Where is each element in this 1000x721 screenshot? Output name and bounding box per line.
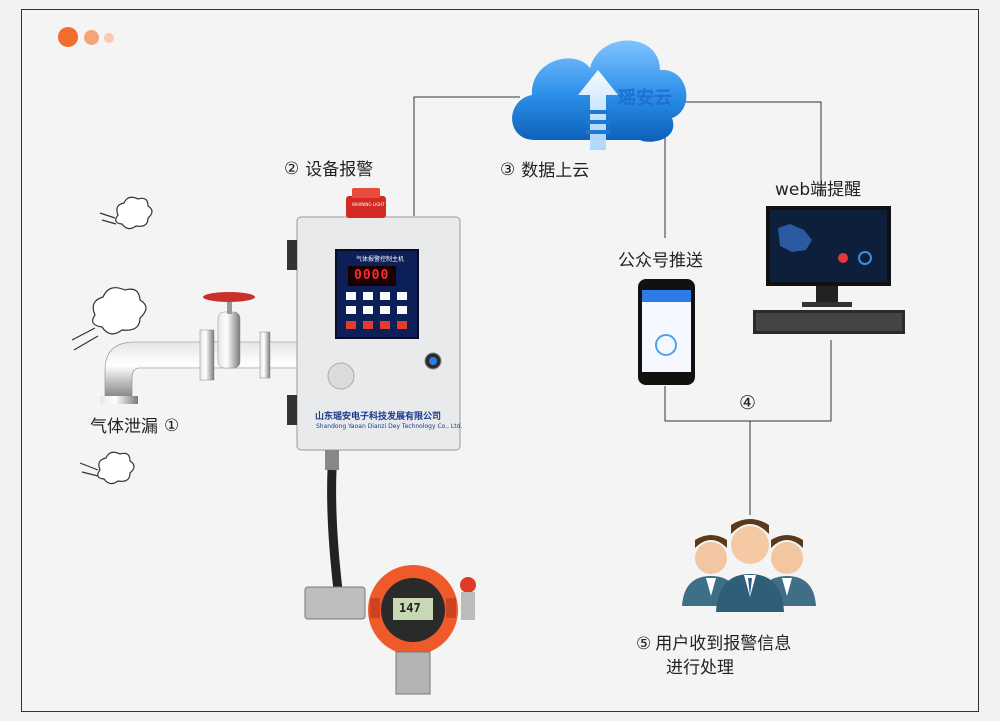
gas-puff-icon <box>71 196 153 485</box>
step2-text: 设备报警 <box>305 160 374 180</box>
decor-dot-medium <box>84 30 99 45</box>
step4-number: ④ <box>739 392 757 414</box>
controller-panel-title: 气体报警控制主机 <box>356 256 405 263</box>
web-alert-label: web端提醒 <box>775 180 862 200</box>
phone-icon <box>638 279 695 385</box>
wechat-push-label: 公众号推送 <box>618 251 703 271</box>
cloud-icon <box>512 40 687 150</box>
step2-number: ② <box>284 159 300 179</box>
step1-text: 气体泄漏 <box>90 417 158 437</box>
warning-light-label: WARNING LIGHT <box>352 202 385 207</box>
company-name-en: Shandong Yaoan Dianzi Dey Technology Co.… <box>316 423 463 430</box>
step1-number: ① <box>164 416 180 436</box>
cloud-brand-label: 瑶安云 <box>618 88 672 109</box>
step3-text: 数据上云 <box>521 161 590 181</box>
step5-number: ⑤ <box>636 634 652 654</box>
decor-dot-large <box>58 27 78 47</box>
step5-text-line1: 用户收到报警信息 <box>655 634 792 654</box>
gas-detector <box>304 450 476 695</box>
controller-led-display: 0000 <box>354 268 390 283</box>
computer-icon <box>753 206 905 334</box>
company-name-cn: 山东瑶安电子科技发展有限公司 <box>315 412 442 422</box>
step3-number: ③ <box>500 160 516 180</box>
detector-reading: 147 <box>399 601 421 615</box>
users-icon <box>682 519 816 612</box>
controller-box <box>287 188 461 451</box>
decor-dot-small <box>104 33 114 43</box>
step1-label: 气体泄漏 ① <box>90 416 185 438</box>
step5-text-line2: 进行处理 <box>666 658 734 678</box>
